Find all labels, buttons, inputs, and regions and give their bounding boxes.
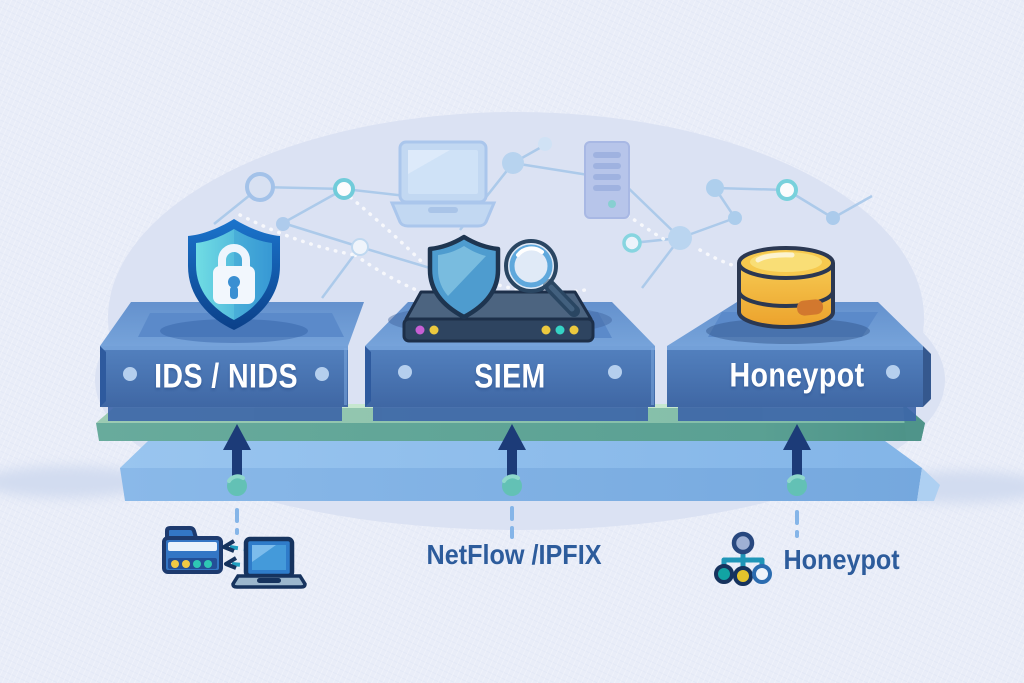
up-arrow [223,424,251,496]
laptop-icon [231,536,307,589]
platform-ids-nids [100,302,364,407]
source-label-netflow-ipfix: NetFlow /IPFIX [417,539,611,571]
label-dot [315,367,329,381]
shield-lock-icon [188,219,280,330]
label-dot [886,365,900,379]
platform-label-text: IDS / NIDS [154,357,298,396]
background-laptop-icon [389,140,497,228]
label-dot [123,367,137,381]
background-server-tower-icon [584,141,630,219]
led-magenta [415,325,425,335]
platform-label-text: SIEM [474,357,546,396]
platform-label-honeypot: Honeypot [717,357,878,396]
up-arrow [498,424,526,496]
up-arrow [783,424,811,496]
up-arrows [223,424,811,496]
label-dot [608,365,622,379]
source-label-text: NetFlow /IPFIX [426,539,602,570]
platform-label-ids-nids: IDS / NIDS [140,358,311,397]
siem-shield-icon [427,234,501,320]
led-yellow [429,325,439,335]
platform-label-siem: SIEM [467,358,552,397]
led-yellow [569,325,579,335]
magnifier-icon [504,239,580,317]
lock-shackle [218,244,250,272]
file-server-icon [162,526,223,574]
label-dot [398,365,412,379]
dashed-connectors [235,506,799,539]
left-soft-shadow [0,466,151,498]
source-label-honeypot: Honeypot [777,544,906,576]
platform-honeypot [667,302,931,407]
source-label-text: Honeypot [783,544,900,575]
network-tree-icon [714,531,772,586]
led-cyan [555,325,565,335]
honeypot-database-icon [737,246,835,329]
platform-label-text: Honeypot [729,356,865,395]
led-yellow [541,325,551,335]
platform-base-shadows [108,407,916,421]
